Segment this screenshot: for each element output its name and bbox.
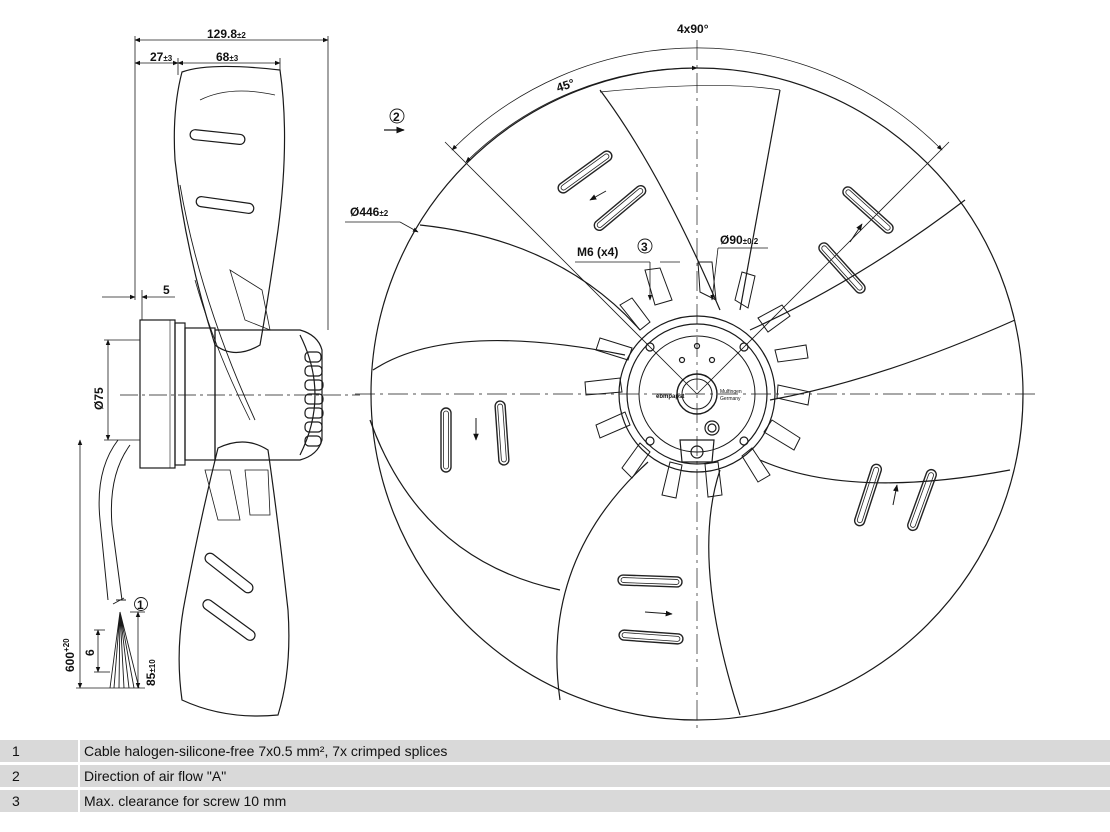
motor-label-line2: Germany — [720, 396, 741, 402]
overall-depth-label: 129.8±2 — [207, 27, 246, 41]
shaft-gap-label: 5 — [163, 283, 170, 297]
legend-text: Max. clearance for screw 10 mm — [78, 790, 1110, 812]
fan-technical-drawing: 129.8±2 27±3 68±3 5 Ø75 600+20 6 85±10 1 — [62, 22, 1040, 730]
legend-row: 2 Direction of air flow "A" — [0, 765, 1110, 787]
motor-diameter-label: Ø75 — [92, 387, 106, 410]
airflow-direction-marker: 2 — [384, 108, 405, 134]
fan-diameter-label: Ø446±2 — [350, 205, 389, 219]
legend-number: 3 — [12, 793, 20, 809]
lead-length-label: 85±10 — [144, 659, 158, 686]
legend-number: 1 — [12, 743, 20, 759]
legend-row: 3 Max. clearance for screw 10 mm — [0, 790, 1110, 812]
callout-1: 1 — [137, 598, 144, 612]
strip-length-label: 6 — [83, 649, 97, 656]
hub-diameter-label: Ø90±0.2 — [720, 233, 759, 247]
hub-offset-label: 27±3 — [150, 50, 173, 64]
legend-number: 2 — [12, 768, 20, 784]
screw-thread-label: M6 (x4) — [577, 245, 618, 259]
blade-depth-label: 68±3 — [216, 50, 239, 64]
angle-label: 45° — [555, 76, 577, 95]
motor-label-line1: Mulfingen — [720, 389, 742, 395]
legend-row: 1 Cable halogen-silicone-free 7x0.5 mm²,… — [0, 740, 1110, 762]
motor-brand-label: ebmpapst — [656, 394, 684, 400]
legend-table: 1 Cable halogen-silicone-free 7x0.5 mm²,… — [0, 740, 1110, 815]
legend-text: Direction of air flow "A" — [78, 765, 1110, 787]
bolt-pattern-label: 4x90° — [677, 22, 709, 36]
callout-2: 2 — [393, 110, 400, 124]
cable-length-label: 600+20 — [62, 638, 77, 672]
callout-3: 3 — [641, 240, 648, 254]
side-view — [76, 36, 360, 717]
legend-text: Cable halogen-silicone-free 7x0.5 mm², 7… — [78, 740, 1110, 762]
front-view — [345, 40, 1040, 730]
